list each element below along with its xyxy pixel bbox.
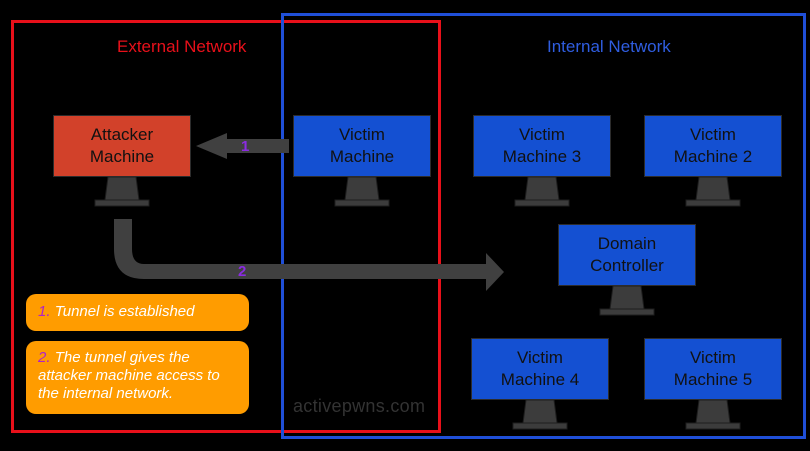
note-tunnel-access: 2. The tunnel gives the attacker machine… [26,341,249,414]
note-2-number: 2. [38,349,51,366]
monitor-stand-icon [685,176,741,207]
monitor-stand-icon [94,176,150,207]
note-2-text: The tunnel gives the attacker machine ac… [38,349,220,402]
monitor-stand-icon [514,176,570,207]
monitor-stand-icon [685,399,741,430]
watermark: activepwns.com [293,396,426,416]
victim-machine-4: Victim Machine 4 [471,338,609,430]
internal-network-title: Internal Network [547,37,671,56]
monitor-stand-icon [512,399,568,430]
external-network-zone [11,20,441,433]
monitor-stand-icon [599,285,655,316]
monitor-stand-icon [334,176,390,207]
external-network-title: External Network [117,37,247,56]
note-1-text: Tunnel is established [54,303,195,320]
victim-machine-2: Victim Machine 2 [644,115,782,207]
victim-machine-4-screen: Victim Machine 4 [471,338,609,400]
note-1-number: 1. [38,303,51,320]
step-2-number: 2 [238,263,247,280]
domain-controller-screen: Domain Controller [558,224,696,286]
victim-machine-5: Victim Machine 5 [644,338,782,430]
internal-network-zone [281,13,806,439]
victim-machine-3: Victim Machine 3 [473,115,611,207]
step-1-number: 1 [241,138,250,155]
victim-machine: Victim Machine [293,115,431,207]
domain-controller: Domain Controller [558,224,696,316]
victim-machine-2-screen: Victim Machine 2 [644,115,782,177]
tunnel-established-arrow [196,133,289,159]
note-tunnel-established: 1. Tunnel is established [26,294,249,331]
tunnel-access-arrow [114,219,504,291]
attacker-machine-screen: Attacker Machine [53,115,191,177]
victim-machine-3-screen: Victim Machine 3 [473,115,611,177]
victim-machine-5-screen: Victim Machine 5 [644,338,782,400]
attacker-machine: Attacker Machine [53,115,191,207]
victim-machine-screen: Victim Machine [293,115,431,177]
